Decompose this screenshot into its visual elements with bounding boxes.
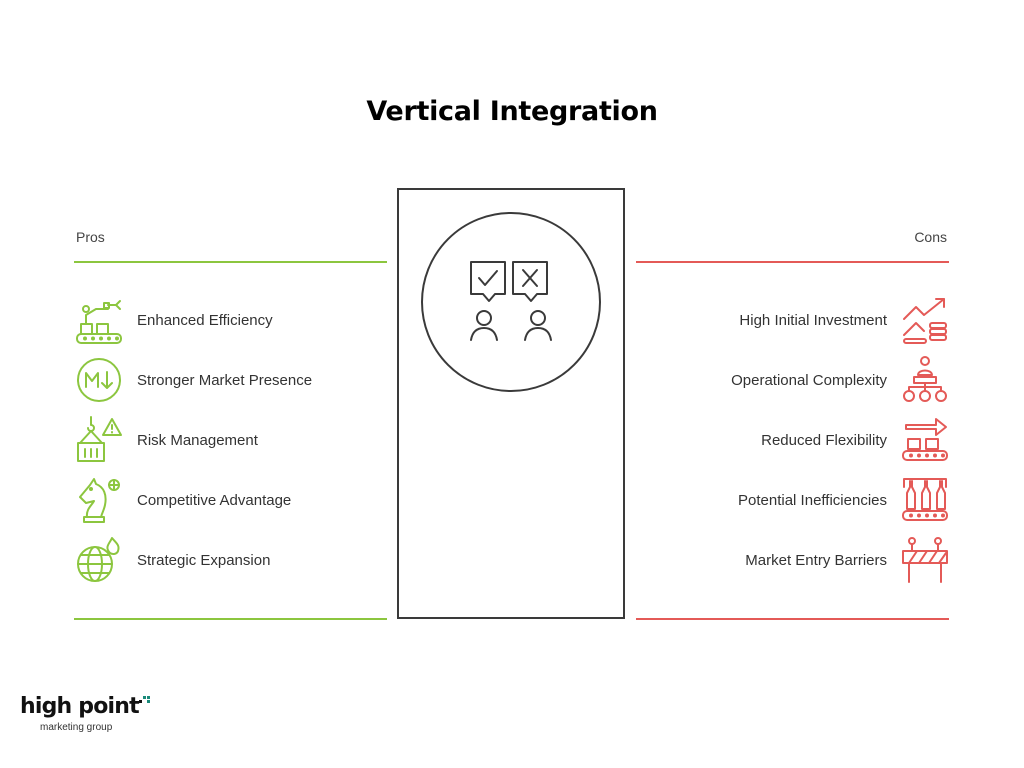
- cons-item-market-entry-barriers: Market Entry Barriers: [745, 535, 950, 585]
- road-barrier-icon: [902, 537, 948, 583]
- cons-heading: Cons: [914, 229, 947, 245]
- logo-tagline: marketing group: [40, 722, 113, 733]
- pros-item-enhanced-efficiency: Enhanced Efficiency: [74, 295, 273, 345]
- crane-warning-icon: [77, 416, 122, 462]
- pros-label: Competitive Advantage: [137, 491, 292, 509]
- cons-item-high-initial-investment: High Initial Investment: [739, 295, 950, 345]
- globe-fire-icon: [77, 537, 120, 582]
- org-hierarchy-icon: [903, 356, 947, 402]
- cons-item-potential-inefficiencies: Potential Inefficiencies: [738, 475, 950, 525]
- pros-label: Enhanced Efficiency: [137, 311, 273, 329]
- center-circle: [421, 212, 601, 392]
- cons-label: Market Entry Barriers: [745, 551, 887, 569]
- arrow-mark-icon: [139, 696, 150, 703]
- pros-item-risk-management: Risk Management: [74, 415, 258, 465]
- cons-top-rule: [636, 261, 949, 263]
- pros-item-competitive-advantage: Competitive Advantage: [74, 475, 291, 525]
- pros-item-stronger-market-presence: Stronger Market Presence: [74, 355, 312, 405]
- pros-label: Strategic Expansion: [137, 551, 271, 569]
- chess-knight-icon: [79, 478, 120, 523]
- brand-logo: high point marketing group: [20, 694, 150, 733]
- cons-label: Potential Inefficiencies: [738, 491, 887, 509]
- center-panel: [397, 188, 625, 619]
- pros-bottom-rule: [74, 618, 387, 620]
- pros-heading: Pros: [76, 229, 105, 245]
- cons-item-reduced-flexibility: Reduced Flexibility: [761, 415, 950, 465]
- pros-label: Stronger Market Presence: [137, 371, 313, 389]
- market-down-arrow-icon: [77, 358, 121, 402]
- pros-label: Risk Management: [137, 431, 258, 449]
- pros-top-rule: [74, 261, 387, 263]
- rising-chart-coins-icon: [903, 298, 947, 344]
- pros-cons-people-icon: [470, 261, 552, 341]
- logo-name: high point: [20, 694, 140, 719]
- cons-item-operational-complexity: Operational Complexity: [731, 355, 950, 405]
- pros-item-strategic-expansion: Strategic Expansion: [74, 535, 270, 585]
- bottles-conveyor-icon: [902, 478, 948, 521]
- cons-label: Reduced Flexibility: [761, 431, 887, 449]
- conveyor-robot-arm-icon: [76, 300, 122, 344]
- cons-label: High Initial Investment: [739, 311, 887, 329]
- conveyor-arrow-icon: [902, 418, 948, 461]
- cons-label: Operational Complexity: [731, 371, 887, 389]
- page-title: Vertical Integration: [366, 96, 658, 127]
- cons-bottom-rule: [636, 618, 949, 620]
